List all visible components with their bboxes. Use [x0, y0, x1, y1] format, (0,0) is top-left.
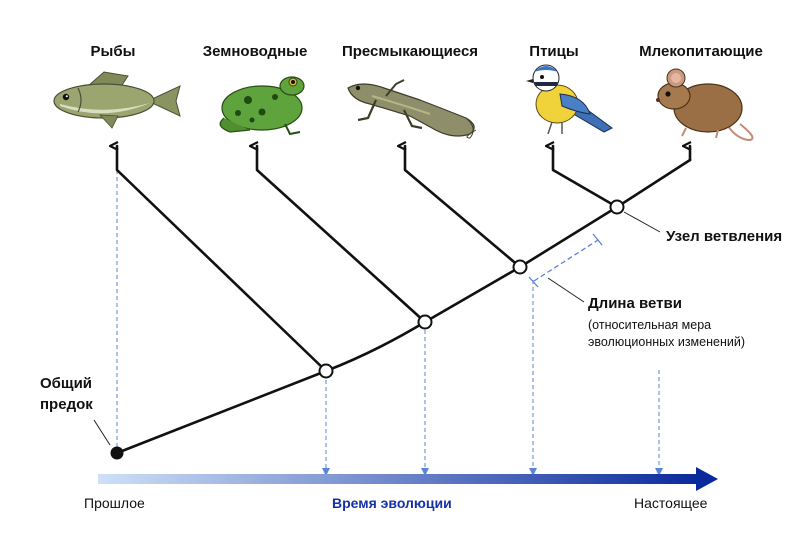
branch-node-3	[512, 259, 528, 275]
branch-node-2	[417, 314, 433, 330]
node-leader	[623, 211, 661, 233]
branch-nodes	[318, 199, 625, 379]
branch-reptiles	[405, 146, 522, 269]
branch-length-note-line-2: эволюционных изменений)	[588, 335, 745, 349]
tree-backbone	[115, 158, 692, 455]
taxon-label-reptiles: Пресмыкающиеся	[341, 43, 479, 60]
guide-arrowhead	[421, 468, 429, 476]
ancestor-node	[110, 446, 124, 460]
time-axis-bar	[98, 474, 698, 484]
fish-icon	[53, 71, 181, 129]
branch-length-marker	[528, 233, 603, 288]
ancestor-annotation-line-1: Общий	[40, 375, 93, 392]
node-annotation: Узел ветвления	[666, 228, 783, 245]
branch-node-1	[318, 363, 334, 379]
guide-arrowhead	[529, 468, 537, 476]
branch-length-note-line-1: (относительная мера	[588, 318, 712, 332]
guide-arrowhead	[655, 468, 663, 476]
mouse-icon	[656, 68, 754, 142]
taxon-label-fish: Рыбы	[90, 43, 136, 60]
guide-arrowhead	[322, 468, 330, 476]
time-axis-arrowhead	[696, 467, 718, 491]
ancestor-leader	[93, 419, 111, 446]
time-axis-title: Время эволюции	[332, 495, 452, 511]
ancestor-annotation-line-2: предок	[40, 396, 93, 413]
branch-length-leader	[547, 277, 585, 303]
branch-length-annotation: Длина ветви	[588, 295, 682, 312]
time-axis-present-label: Настоящее	[634, 495, 708, 511]
time-axis-past-label: Прошлое	[84, 495, 145, 511]
taxon-label-birds: Птицы	[529, 43, 579, 60]
phylogenetic-tree	[115, 146, 692, 455]
lizard-icon	[347, 79, 477, 139]
frog-icon	[219, 76, 305, 136]
leader-lines	[93, 211, 661, 446]
branch-birds	[553, 146, 619, 209]
guide-arrowheads	[322, 468, 663, 476]
bird-icon	[526, 64, 613, 135]
taxon-label-mammals: Млекопитающие	[639, 43, 763, 60]
branch-node-4	[609, 199, 625, 215]
taxon-label-amphibians: Земноводные	[202, 43, 308, 60]
time-guides	[116, 170, 660, 474]
branch-fish	[117, 146, 328, 373]
branch-amphibians	[257, 146, 427, 324]
